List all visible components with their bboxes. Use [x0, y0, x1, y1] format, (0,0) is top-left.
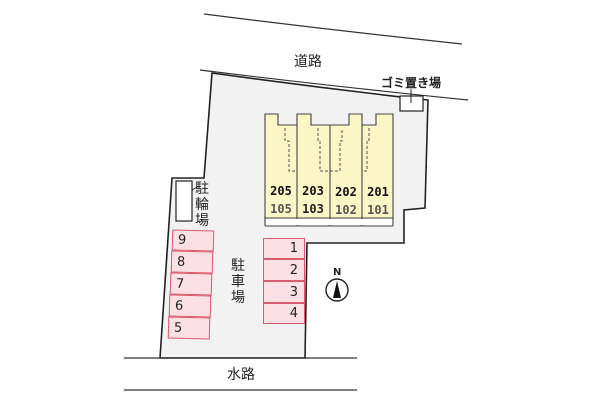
parking-stall: 2 [263, 259, 305, 281]
parking-stall: 8 [170, 250, 214, 274]
parking-stall: 6 [168, 294, 212, 318]
unit-upper: 202 [335, 185, 357, 199]
compass [325, 278, 349, 302]
garbage-label: ゴミ置き場 [381, 76, 442, 90]
road-lower-edge [199, 69, 469, 101]
parking-stall: 9 [171, 229, 215, 252]
parking-stall: 1 [263, 238, 305, 259]
unit-lower: 101 [367, 203, 389, 217]
unit-lower: 103 [302, 202, 324, 216]
north-label: N [333, 267, 342, 278]
bicycle-parking-label: 駐 輪 場 [195, 181, 209, 229]
waterway-label: 水路 [227, 367, 255, 383]
parking-stall: 4 [263, 303, 305, 324]
parking-stall: 5 [167, 316, 211, 340]
parking-stall: 7 [169, 272, 213, 296]
car-parking-label: 駐 車 場 [231, 258, 245, 306]
unit-lower: 105 [270, 202, 292, 216]
unit-upper: 201 [367, 185, 389, 199]
unit-upper: 203 [302, 184, 324, 198]
road-label: 道路 [294, 54, 322, 70]
unit-upper: 205 [270, 184, 292, 198]
road-upper-edge [203, 13, 463, 45]
unit-lower: 102 [335, 203, 357, 217]
parking-stall: 3 [263, 281, 305, 303]
bicycle-parking-area [175, 180, 193, 222]
